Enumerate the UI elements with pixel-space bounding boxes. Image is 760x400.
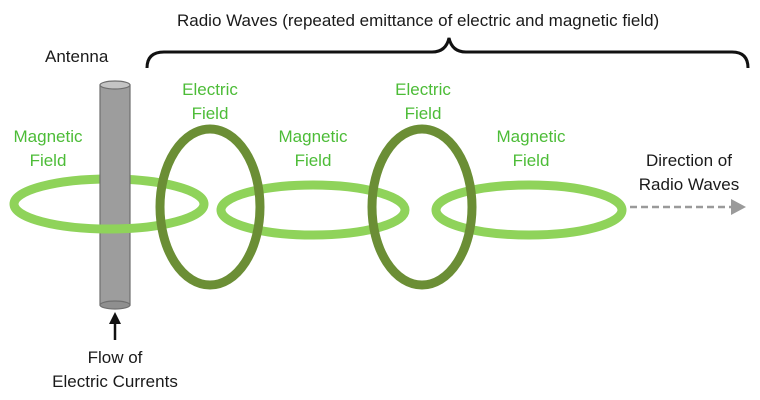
current-label-line-2: Electric Currents (52, 372, 178, 391)
current-flow-arrow-head (109, 312, 121, 324)
magnetic-field-label-3-line-1: Magnetic (496, 127, 566, 146)
direction-label: Direction of Radio Waves (626, 149, 752, 197)
radio-waves-brace (145, 37, 750, 69)
magnetic-field-label-3-line-2: Field (512, 151, 550, 170)
magnetic-field-label-1-line-2: Field (29, 151, 67, 170)
diagram-title: Radio Waves (repeated emittance of elect… (177, 11, 660, 30)
antenna (99, 80, 131, 310)
magnetic-field-label-3: Magnetic Field (491, 125, 571, 173)
electric-field-ring-2 (367, 124, 477, 290)
direction-label-line-2: Radio Waves (638, 175, 740, 194)
direction-label-line-1: Direction of (646, 151, 732, 170)
magnetic-field-label-1: Magnetic Field (8, 125, 88, 173)
direction-arrow-head (731, 199, 746, 215)
antenna-label: Antenna (45, 47, 109, 66)
electric-field-label-2-line-1: Electric (395, 80, 451, 99)
magnetic-field-ring-3 (431, 180, 627, 240)
electric-field-label-2-line-2: Field (404, 104, 442, 123)
magnetic-field-ring-1-front (9, 203, 209, 234)
current-label: Flow of Electric Currents (38, 346, 192, 394)
magnetic-field-label-2-line-2: Field (294, 151, 332, 170)
antenna-body (99, 84, 131, 306)
current-label-line-1: Flow of (87, 348, 143, 367)
magnetic-field-label-2-line-1: Magnetic (278, 127, 348, 146)
antenna-top (99, 80, 131, 90)
antenna-bottom (99, 300, 131, 310)
electric-field-label-1: Electric Field (170, 78, 250, 126)
electric-field-label-1-line-1: Electric (182, 80, 238, 99)
electric-field-label-2: Electric Field (383, 78, 463, 126)
magnetic-field-label-1-line-1: Magnetic (13, 127, 83, 146)
magnetic-field-label-2: Magnetic Field (273, 125, 353, 173)
magnetic-field-ring-2 (216, 180, 410, 240)
electric-field-ring-1 (155, 124, 265, 290)
electric-field-label-1-line-2: Field (191, 104, 229, 123)
